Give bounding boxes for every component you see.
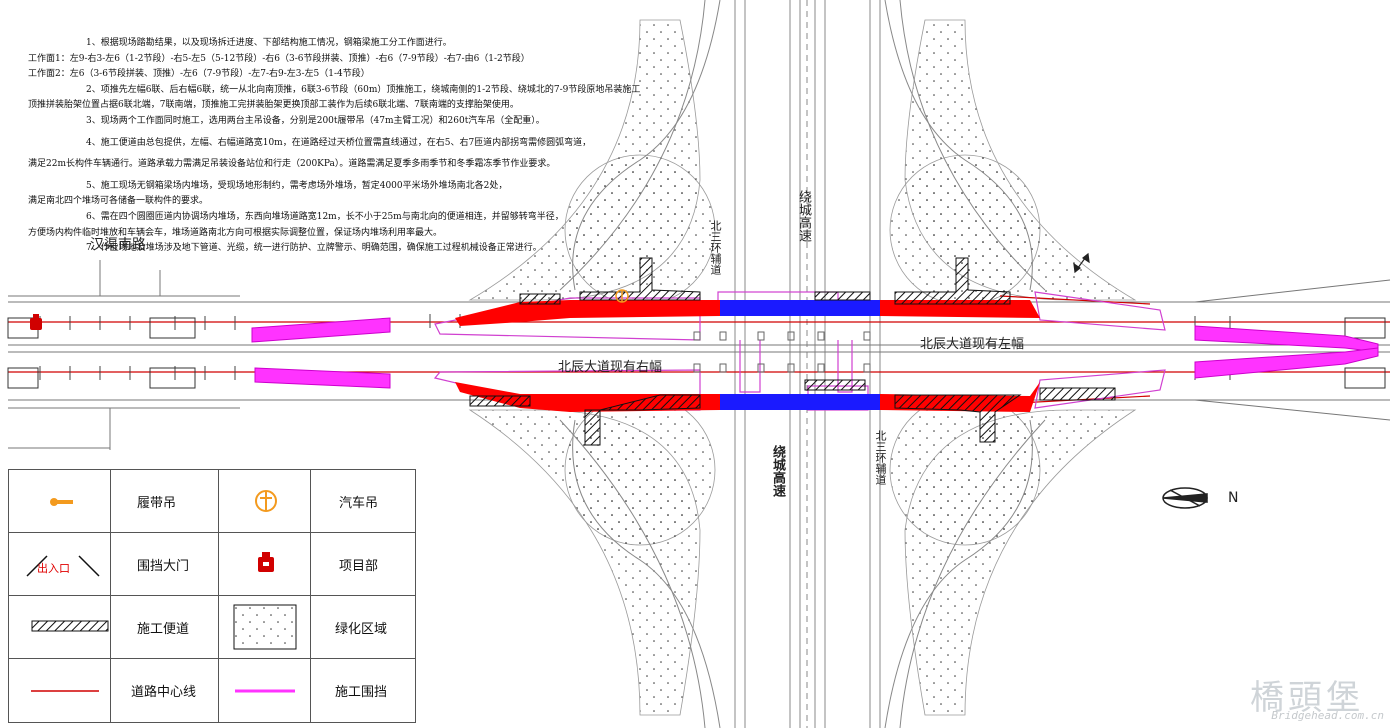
note-workface-2: 工作面2：左6（3-6节段拼装、顶推）-左6（7-9节段）-左7-右9-左3-左…	[28, 69, 370, 80]
fence-left-top	[251, 317, 391, 343]
legend: 履带吊 汽车吊 出入口 围挡大门 项目部 施工便道 绿化区域 道路中心线 施工围…	[8, 469, 416, 723]
access-road-mid-bottom	[804, 379, 866, 391]
legend-fence: 施工围挡	[335, 685, 388, 700]
main-road	[8, 260, 1391, 450]
crawler-crane-icon	[50, 498, 73, 506]
gate-icon	[26, 555, 100, 577]
steel-box-girders-mid	[720, 300, 880, 410]
note-3: 3、现场两个工作面同时施工，选用两台主吊设备，分别是200t履带吊（47m主臂工…	[86, 115, 545, 126]
access-road-east-bottom	[1039, 387, 1116, 401]
fence-icon	[235, 689, 295, 693]
label-ring-expressway-bottom: 绕城高速	[770, 445, 785, 497]
access-road-icon	[31, 620, 109, 632]
green-wedge-bottom-right	[904, 409, 1137, 716]
watermark-url: Bridgehead.com.cn	[1271, 709, 1384, 722]
ring-expressway	[734, 0, 881, 728]
note-2: 2、项推先左幅6联、后右幅6联，统一从北向南顶推，6联3-6节段（60m）顶推施…	[86, 84, 641, 95]
note-4-cont: 满足22m长构件车辆通行。道路承载力需满足吊装设备站位和行走（200KPa）。道…	[28, 159, 556, 170]
access-roads	[469, 257, 1116, 446]
note-7: 7、作业场地及堆场涉及地下管道、光缆，统一进行防护、立牌警示、明确范围，确保施工…	[86, 243, 542, 254]
access-road-west-top	[519, 293, 561, 305]
pier-marks	[693, 331, 871, 373]
legend-gate: 围挡大门	[137, 559, 190, 574]
fence-left-bottom	[254, 367, 391, 389]
note-5: 5、施工现场无钢箱梁场内堆场，受现场地形制约，需考虑场外堆场，暂定4000平米场…	[86, 180, 508, 191]
legend-access-road: 施工便道	[137, 622, 190, 637]
label-right-carriageway: 北辰大道现有右幅	[558, 360, 663, 375]
legend-truck-crane: 汽车吊	[339, 496, 379, 511]
legend-green-area: 绿化区域	[335, 622, 388, 637]
label-left-carriageway: 北辰大道现有左幅	[920, 337, 1025, 352]
green-area-icon	[233, 604, 297, 650]
label-north: N	[1228, 490, 1239, 506]
construction-notes: 1、根据现场踏勘结果，以及现场拆迁进度、下部结构施工情况，钢箱梁施工分工作面进行…	[28, 36, 666, 257]
construction-fences	[251, 317, 1379, 389]
fence-right-top	[1194, 325, 1379, 353]
label-aux-road-top: 北三环辅道	[709, 220, 722, 275]
access-road-sw	[584, 394, 701, 446]
centerline-icon	[31, 690, 99, 692]
green-wedge-top	[468, 19, 701, 301]
note-6-cont: 方便场内构件临时堆放和车辆会车，堆场道路南北方向可根据实际调整位置，保证场内堆场…	[28, 227, 443, 238]
access-road-nw	[579, 257, 701, 301]
fence-right-bottom	[1194, 347, 1379, 379]
legend-project-office: 项目部	[339, 559, 379, 574]
label-ring-expressway-top: 绕城高速	[796, 190, 811, 242]
ramp-outlines	[559, 0, 1046, 728]
access-road-ne	[894, 257, 1011, 305]
map-truck-crane	[615, 289, 629, 303]
label-hanqu-road: 汉渠南路	[90, 237, 146, 253]
map-project-office	[30, 314, 42, 330]
note-6: 6、需在四个圆圈匝道内协调场内堆场，东西向堆场道路宽12m，长不小于25m与南北…	[86, 211, 564, 222]
label-aux-road-bottom: 北三环辅道	[874, 430, 887, 485]
truck-crane-icon	[255, 490, 277, 512]
note-5-cont: 满足南北四个堆场可各储备一联构件的要求。	[28, 196, 209, 207]
note-workface-1: 工作面1：左9-右3-左6（1-2节段）-右5-左5（5-12节段）-右6（3-…	[28, 53, 530, 64]
girder-span-bottom	[720, 394, 880, 410]
watermark-logo: 橋頭堡	[1250, 678, 1364, 718]
green-wedge-bottom	[468, 409, 701, 716]
green-areas	[468, 19, 1137, 716]
green-wedge-top-right	[904, 19, 1137, 301]
temporary-supports	[7, 317, 1386, 389]
girder-span-top	[720, 300, 880, 316]
legend-centerline: 道路中心线	[131, 685, 197, 700]
note-1: 1、根据现场踏勘结果，以及现场拆迁进度、下部结构施工情况，钢箱梁施工分工作面进行…	[86, 38, 452, 48]
gate-icon-text: 出入口	[37, 562, 70, 575]
access-road-west-bottom	[469, 395, 531, 407]
access-road-se	[894, 394, 1022, 443]
north-arrow-symbol	[1162, 487, 1208, 509]
note-4: 4、施工便道由总包提供，左幅、右幅道路宽10m，在道路经过天桥位置需直线通过，在…	[86, 137, 592, 148]
girder-top	[455, 300, 720, 326]
dimension-arrow	[1073, 252, 1090, 274]
note-2-cont: 顶推拼装胎架位置占据6联北端，7联南端，顶推施工完拼装胎架更换顶部工装作为后续6…	[28, 100, 519, 111]
project-office-icon	[258, 552, 274, 572]
legend-crawler-crane: 履带吊	[137, 496, 177, 511]
access-road-mid-top	[814, 291, 871, 301]
